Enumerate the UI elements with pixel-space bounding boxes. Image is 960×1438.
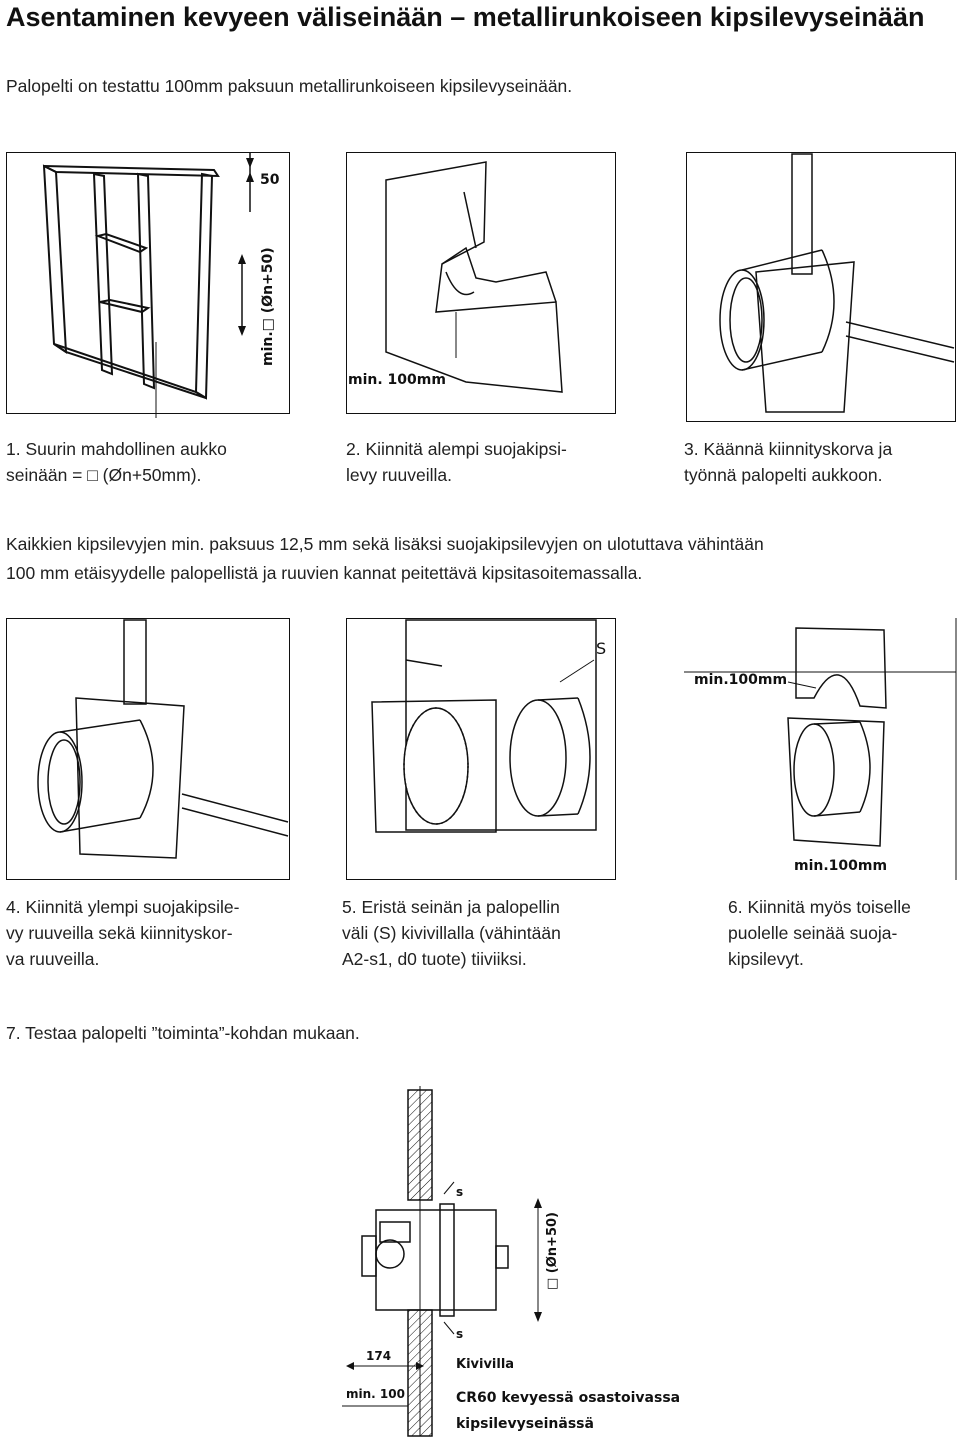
fig2-min-label: min. 100mm — [348, 372, 446, 388]
figure-upper-board — [6, 618, 290, 880]
step-1-caption: 1. Suurin mahdollinen aukko seinään = □ … — [6, 436, 227, 488]
step-7-caption: 7. Testaa palopelti ”toiminta”-kohdan mu… — [6, 1023, 360, 1043]
step-2-caption: 2. Kiinnitä alempi suojakipsi- levy ruuv… — [346, 436, 567, 488]
step-1-line1: 1. Suurin mahdollinen aukko — [6, 439, 227, 459]
fig7-dim-right: □ (Øn+50) — [545, 1212, 560, 1290]
step-4-line2: vy ruuveilla sekä kiinnityskor- — [6, 923, 233, 943]
fig6-min-top: min.100mm — [694, 672, 787, 688]
figure-insulation: S — [346, 618, 616, 880]
step-6-line1: 6. Kiinnitä myös toiselle — [728, 897, 911, 917]
fig7-caption1: CR60 kevyessä osastoivassa — [456, 1390, 680, 1406]
step-4-line3: va ruuveilla. — [6, 949, 100, 969]
fig1-dim-top: 50 — [260, 172, 280, 188]
step-1-line2: seinään = □ (Øn+50mm). — [6, 465, 202, 485]
requirements-note: Kaikkien kipsilevyjen min. paksuus 12,5 … — [6, 530, 946, 588]
note-line1: Kaikkien kipsilevyjen min. paksuus 12,5 … — [6, 534, 764, 554]
step-4-caption: 4. Kiinnitä ylempi suojakipsile- vy ruuv… — [6, 894, 239, 972]
step-6-caption: 6. Kiinnitä myös toiselle puolelle seinä… — [728, 894, 911, 972]
figure-lower-board: min. 100mm — [346, 152, 616, 414]
step-4-line1: 4. Kiinnitä ylempi suojakipsile- — [6, 897, 240, 917]
step-6-line2: puolelle seinää suoja- — [728, 923, 898, 943]
fig1-dim-side: min.□ (Øn+50) — [260, 247, 276, 366]
step-6-line3: kipsilevyt. — [728, 949, 804, 969]
step-5-line3: A2-s1, d0 tuote) tiiviiksi. — [342, 949, 527, 969]
fig7-min100: min. 100 — [346, 1387, 405, 1401]
figure-frame-opening: 50 min.□ (Øn+50) — [6, 152, 290, 418]
step-5-caption: 5. Eristä seinän ja palopellin väli (S) … — [342, 894, 561, 972]
step-5-line1: 5. Eristä seinän ja palopellin — [342, 897, 560, 917]
intro-text: Palopelti on testattu 100mm paksuun meta… — [6, 76, 573, 96]
note-line2: 100 mm etäisyydelle palopellistä ja ruuv… — [6, 563, 643, 583]
page-title: Asentaminen kevyeen väliseinään – metall… — [6, 2, 925, 32]
step-3-line2: työnnä palopelti aukkoon. — [684, 465, 883, 485]
fig6-min-bottom: min.100mm — [794, 858, 887, 874]
step-3-line1: 3. Käännä kiinnityskorva ja — [684, 439, 893, 459]
figure-both-sides: min.100mm min.100mm — [684, 618, 957, 880]
step-5-line2: väli (S) kivivillalla (vähintään — [342, 923, 561, 943]
fig5-s-label: S — [596, 639, 606, 658]
step-2-line2: levy ruuveilla. — [346, 465, 453, 485]
fig7-174: 174 — [366, 1349, 391, 1363]
fig7-caption2: kipsilevyseinässä — [456, 1416, 594, 1432]
fig7-s-top: s — [456, 1185, 463, 1199]
figure-damper-insert — [686, 152, 956, 422]
figure-section-drawing: □ (Øn+50) s s 174 Kivivilla min. 100 CR6… — [320, 1086, 680, 1437]
step-3-caption: 3. Käännä kiinnityskorva ja työnnä palop… — [684, 436, 892, 488]
fig7-s-bottom: s — [456, 1327, 463, 1341]
fig7-kivivilla: Kivivilla — [456, 1357, 514, 1372]
step-2-line1: 2. Kiinnitä alempi suojakipsi- — [346, 439, 567, 459]
